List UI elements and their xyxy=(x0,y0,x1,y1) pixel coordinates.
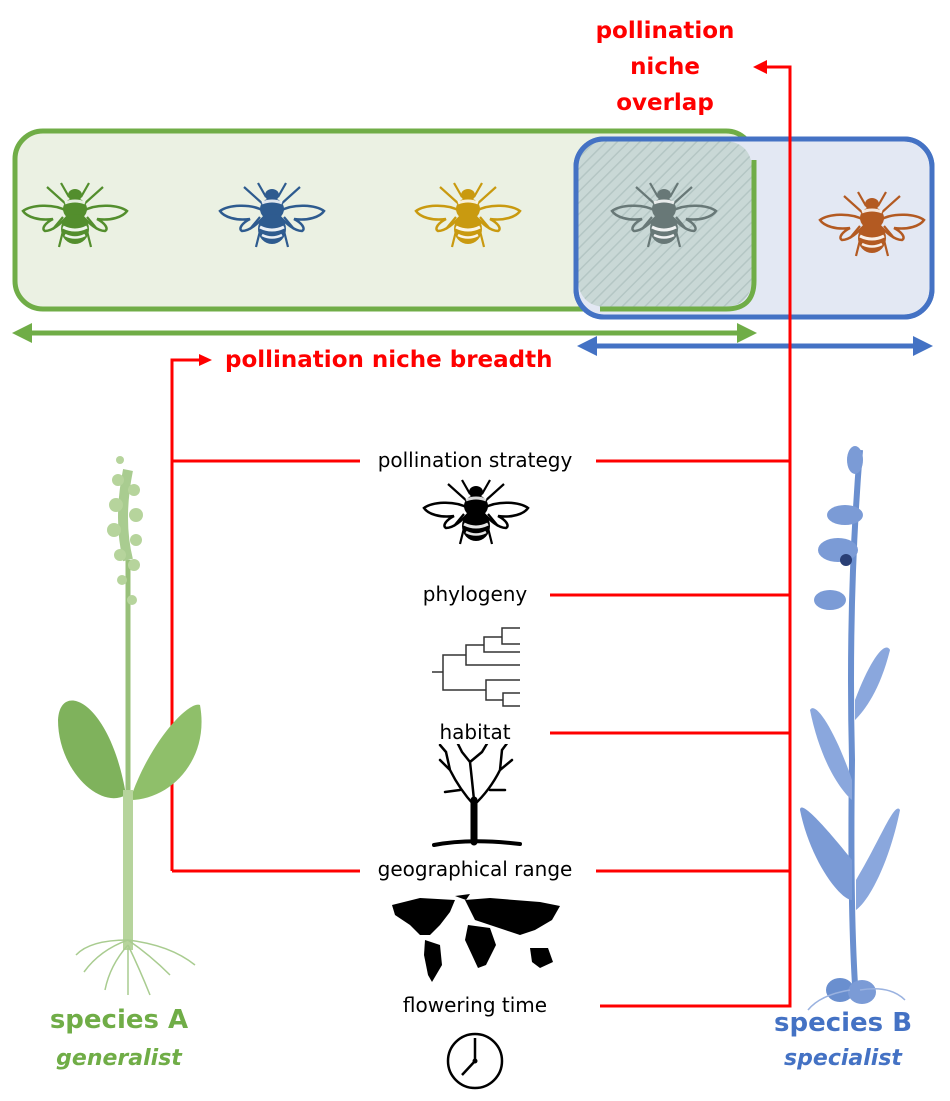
breadth-connector xyxy=(170,358,360,873)
species-b-role: specialist xyxy=(784,1046,902,1071)
breadth-label: pollination niche breadth xyxy=(225,347,553,373)
factor-label-geographical-range: geographical range xyxy=(369,857,581,881)
clock-icon xyxy=(446,1032,504,1090)
species-a-plant-illustration xyxy=(58,456,202,996)
species-b-name: species B xyxy=(773,1008,913,1038)
overlap-label-line3: overlap xyxy=(616,90,714,116)
species-a-breadth-arrow xyxy=(12,323,757,343)
species-b-plant-illustration xyxy=(800,446,906,1011)
factor-label-pollination-strategy: pollination strategy xyxy=(369,448,581,472)
species-a-role: generalist xyxy=(56,1046,182,1071)
overlap-label-line1: pollination xyxy=(595,18,735,44)
phylogeny-tree-icon xyxy=(432,627,520,707)
overlap-label: pollination niche overlap xyxy=(580,13,750,121)
factor-label-flowering-time: flowering time xyxy=(394,993,556,1017)
species-a-name: species A xyxy=(49,1005,189,1035)
bee-icon xyxy=(422,478,530,546)
overlap-connector xyxy=(550,65,792,1008)
factor-label-phylogeny: phylogeny xyxy=(414,582,536,606)
world-map-icon xyxy=(392,894,560,982)
tree-icon xyxy=(432,740,522,847)
species-b-breadth-arrow xyxy=(577,336,933,356)
overlap-label-line2: niche xyxy=(630,54,700,80)
factor-label-habitat: habitat xyxy=(431,720,519,744)
